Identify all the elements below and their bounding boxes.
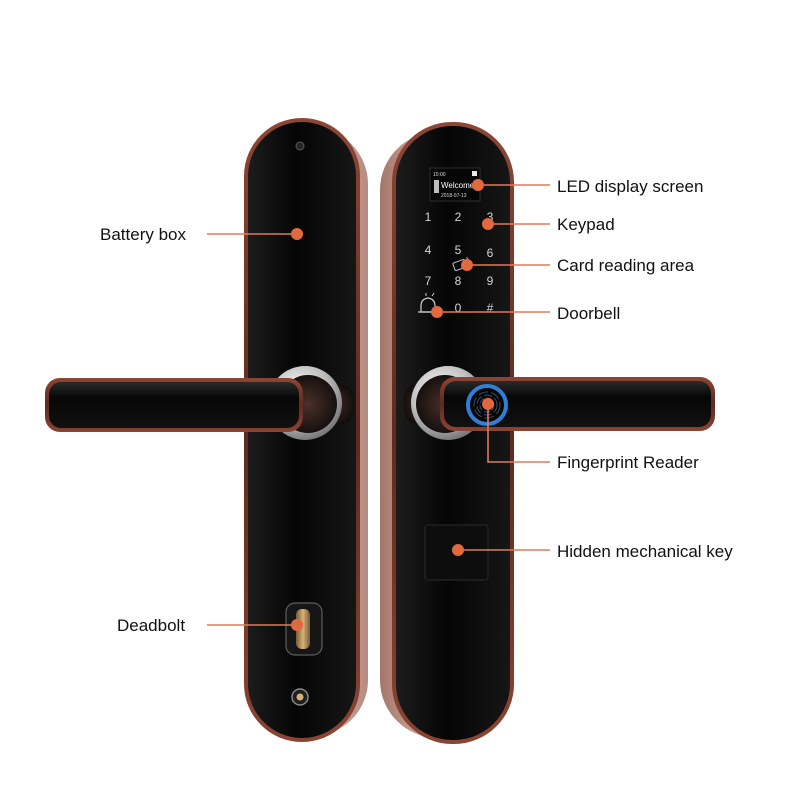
label-keypad: Keypad — [557, 215, 615, 234]
callout-dot — [291, 619, 303, 631]
screen-bar-icon — [434, 180, 439, 193]
screen-greeting: Welcome — [441, 181, 475, 190]
key-8: 8 — [455, 274, 462, 288]
label-doorbell: Doorbell — [557, 304, 620, 323]
label-deadbolt: Deadbolt — [117, 616, 185, 635]
key-hash: # — [487, 301, 494, 315]
callout-deadbolt: Deadbolt — [117, 616, 303, 635]
deadbolt-thumb-turn — [285, 602, 323, 656]
screen-lock-icon — [472, 171, 477, 176]
key-6: 6 — [487, 246, 494, 260]
label-led-display: LED display screen — [557, 177, 703, 196]
inside-handle-body — [49, 382, 299, 428]
callout-dot — [291, 228, 303, 240]
label-hidden-key: Hidden mechanical key — [557, 542, 733, 561]
callout-dot — [452, 544, 464, 556]
screen-date: 2018-07-13 — [441, 193, 467, 199]
callout-doorbell: Doorbell — [431, 304, 620, 323]
callout-hidden-key: Hidden mechanical key — [452, 542, 733, 561]
callout-dot — [461, 259, 473, 271]
outside-lever-handle — [404, 366, 715, 440]
bell-icon-body — [420, 297, 436, 313]
key-9: 9 — [487, 274, 494, 288]
callout-led-display: LED display screen — [472, 177, 703, 196]
key-1: 1 — [425, 210, 432, 224]
callout-line — [487, 404, 550, 463]
label-battery-box: Battery box — [100, 225, 186, 244]
label-card-reading: Card reading area — [557, 256, 695, 275]
key-5: 5 — [455, 243, 462, 257]
outside-handle-body — [444, 381, 711, 427]
callout-battery-box: Battery box — [100, 225, 303, 244]
key-cylinder — [291, 688, 309, 706]
fingerprint-ridge-2 — [476, 394, 498, 416]
callout-dot — [472, 179, 484, 191]
callout-keypad: Keypad — [482, 215, 615, 234]
keypad: 1 2 3 4 5 6 7 8 9 0 # — [418, 210, 494, 315]
label-fingerprint: Fingerprint Reader — [557, 453, 699, 472]
callout-dot — [431, 306, 443, 318]
key-4: 4 — [425, 243, 432, 257]
led-display: 10:00 Welcome 2018-07-13 — [429, 167, 481, 202]
callout-fingerprint: Fingerprint Reader — [482, 398, 699, 472]
deadbolt-knob — [296, 609, 310, 649]
key-2: 2 — [455, 210, 462, 224]
led-screen-frame — [429, 167, 481, 202]
key-3: 3 — [487, 210, 494, 224]
key-0: 0 — [455, 301, 462, 315]
key-7: 7 — [425, 274, 432, 288]
fingerprint-ridge-3 — [479, 397, 495, 413]
sensor-dot — [295, 141, 305, 151]
key-cylinder-core — [296, 693, 304, 701]
fingerprint-ridge-1 — [473, 391, 501, 419]
inside-lever-handle — [45, 366, 354, 440]
callout-dot — [482, 218, 494, 230]
screen-time: 10:00 — [433, 172, 446, 178]
bell-icon-spark-2 — [431, 292, 435, 297]
callout-card-reading: Card reading area — [461, 256, 695, 275]
callout-dot — [482, 398, 494, 410]
